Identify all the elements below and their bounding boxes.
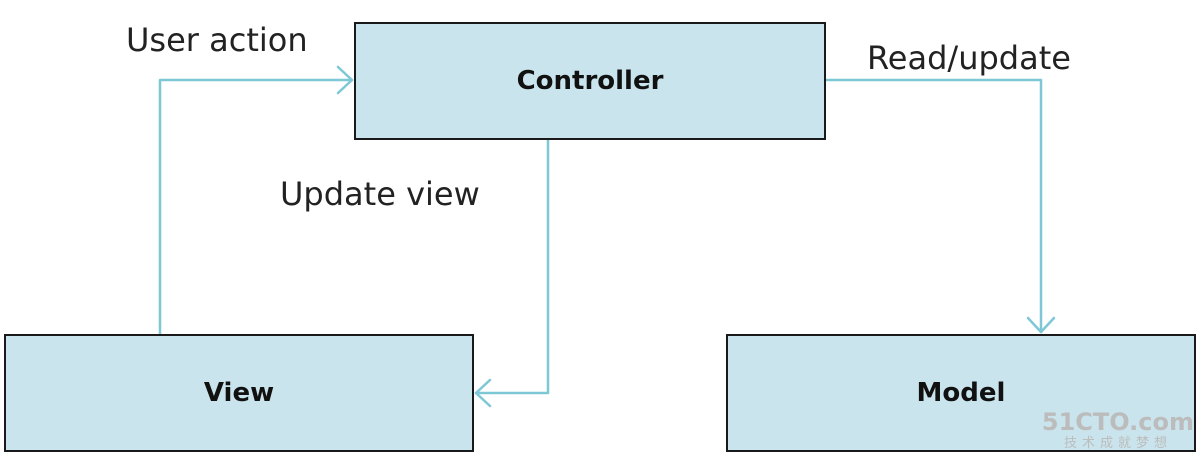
update-view-label: Update view (280, 175, 480, 213)
user-action-arrowhead (336, 65, 354, 95)
watermark: 51CTO.com 技术成就梦想 (1042, 410, 1194, 450)
user-action-label: User action (126, 21, 308, 59)
read-update-arrowhead (1026, 316, 1056, 334)
controller-label: Controller (516, 66, 664, 96)
model-node: Model (726, 334, 1196, 452)
watermark-sub: 技术成就梦想 (1063, 436, 1172, 451)
update-view-arrow (474, 138, 550, 395)
read-update-label: Read/update (867, 39, 1071, 77)
view-label: View (203, 378, 275, 408)
view-node: View (4, 334, 474, 452)
watermark-main: 51CTO.com (1041, 408, 1194, 436)
user-action-arrow (158, 78, 354, 336)
model-label: Model (916, 378, 1006, 408)
update-view-arrowhead (474, 378, 492, 408)
controller-node: Controller (354, 22, 826, 140)
read-update-arrow (824, 78, 1043, 334)
